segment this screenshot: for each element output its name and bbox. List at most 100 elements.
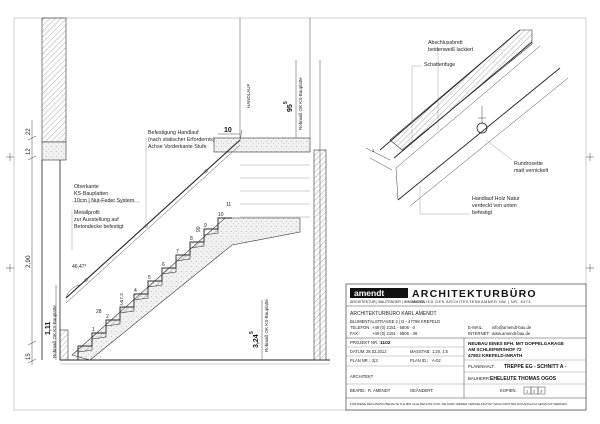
plan-id-label: PLAN ID.:: [410, 358, 428, 363]
tagline: ARCHITEKTUR | BAUTRÄGER | IMMOBILIEN: [350, 300, 425, 304]
membership: MITGLIED DER ARCHITEKTENKAMMER NW | NR. …: [412, 300, 531, 304]
client-label: BAUHERR:: [468, 376, 490, 381]
note-schatten: Schattenfuge: [411, 62, 455, 148]
address: BLUMENTALSTRASSE 2 | D - 47798 KREFELD: [350, 319, 440, 324]
web: www.amendt-bau.de: [492, 331, 531, 336]
step-number: 8: [190, 236, 193, 242]
email: info@amendt-bau.de: [492, 325, 532, 330]
plan-no: 2|3: [372, 358, 378, 363]
step-number: 3: [120, 301, 123, 307]
detail-dim: 3: [372, 148, 375, 153]
svg-text:Schattenfuge: Schattenfuge: [424, 62, 455, 68]
project-title-2: AM SCHLEIFERSHOF 72: [468, 347, 522, 352]
plan-id: A-02: [432, 358, 441, 363]
svg-text:befestigt: befestigt: [472, 210, 493, 216]
registration-marks: [6, 153, 594, 272]
note-handrail-mount: Befestigung Handlauf (nach statischer Er…: [145, 130, 215, 226]
stair-steps: [77, 217, 232, 360]
edited-label: BEARB.:: [350, 388, 366, 393]
date: 28.02.2012: [366, 349, 387, 354]
note-abschluss: Abschlussbrett beidenweiß lackiert: [428, 40, 474, 130]
email-label: E-MAIL:: [468, 325, 483, 330]
scale: 1:20, 1:5: [432, 349, 449, 354]
phone-label: TELEFON :: [350, 325, 372, 330]
svg-text:Befestigung Handlauf: Befestigung Handlauf: [148, 130, 199, 136]
svg-text:(nach statischer Erfordernis): (nach statischer Erfordernis): [148, 137, 215, 143]
project-no: 1102: [380, 340, 391, 346]
step-number: 9: [204, 223, 207, 229]
svg-text:Oberkante: Oberkante: [74, 184, 99, 190]
title-block: amendt ARCHITEKTURBÜRO MITGLIED DER ARCH…: [345, 283, 587, 411]
step-number: 2: [106, 314, 109, 320]
svg-text:Handlauf Holz Natur: Handlauf Holz Natur: [472, 196, 520, 202]
rough-label-left: Rohmaß OK KS-Bauplatte: [52, 305, 57, 358]
project-title-3: 47802 KREFELD-INRATH: [468, 353, 523, 358]
dim-95: 95: [287, 104, 294, 112]
svg-text:Rundrosette: Rundrosette: [514, 161, 543, 167]
dim-10: 10: [224, 127, 232, 134]
step-numbers: 1 2 3 4 5 6 7 8 9 10 11: [92, 202, 231, 333]
logo-box: [350, 288, 408, 298]
changed-label: GEÄNDERT:: [410, 388, 433, 393]
note-rosette: Rundrosette matt vernickelt: [485, 139, 549, 174]
dim-290: 2,90: [25, 255, 32, 268]
dim-324-sup: 5: [249, 331, 255, 334]
plan-content: TREPPE EG - SCHNITT A -: [504, 364, 567, 370]
step-number: 10: [218, 212, 224, 218]
fax: +49 (0) 2151 - 5806 - 36: [372, 331, 418, 336]
logo: amendt: [354, 288, 384, 298]
handrail: [65, 129, 243, 304]
svg-text:zur Ausstellung auf: zur Ausstellung auf: [74, 217, 119, 223]
svg-text:verdeckt von unten: verdeckt von unten: [472, 203, 517, 209]
handrail-detail: 3: [365, 29, 569, 207]
web-label: INTERNET:: [468, 331, 490, 336]
phone: +49 (0) 2151 - 5806 - 0: [372, 325, 416, 330]
office-name: ARCHITEKTURBÜRO KARL AMENDT: [350, 310, 437, 317]
plan-label: PLAN NR.:: [350, 358, 370, 363]
date-label: DATUM:: [350, 349, 365, 354]
svg-text:matt vernickelt: matt vernickelt: [514, 168, 549, 174]
copies-label: KOPIEN:: [500, 388, 517, 393]
tread-lines: [240, 151, 310, 218]
plan-content-label: PLANINHALT:: [468, 364, 495, 369]
step-number: 5: [148, 275, 151, 281]
svg-text:Abschlussbrett: Abschlussbrett: [428, 40, 463, 46]
right-dimensions: 95 5 Rohmaß OK KS-Bauplatte 3,24 5 Rohma…: [218, 60, 303, 360]
edited: R. AMENDT: [368, 388, 391, 393]
step-number: 1: [92, 327, 95, 333]
dim-95-sup: 5: [283, 101, 289, 104]
office-title: ARCHITEKTURBÜRO: [412, 287, 537, 300]
copies-2: 2: [533, 390, 535, 394]
project-label: PROJEKT NR.:: [350, 340, 380, 345]
svg-text:Achse Vorderkante Stufe: Achse Vorderkante Stufe: [148, 144, 207, 150]
svg-text:10cm | Nut-Feder System: 10cm | Nut-Feder System: [74, 198, 135, 204]
dim-90: 90: [196, 226, 202, 232]
dim-22: 22: [26, 128, 32, 135]
step-number: 7: [176, 249, 179, 255]
dim-111: 1,11: [45, 322, 52, 335]
note-metal-profile: Metallprofil zur Ausstellung auf Betonde…: [71, 210, 124, 250]
step-number: 11: [226, 202, 231, 208]
handlauf-label: HANDLAUF: [246, 83, 251, 108]
upper-slab: [213, 18, 327, 361]
step-number: 4: [134, 288, 137, 294]
scale-label: MASSTAB:: [410, 349, 430, 354]
left-dimension-chain: 22 12 2,90 15 1,11 Rohmaß OK KS-Bauplatt…: [25, 120, 57, 365]
svg-text:Betondecke befestigt: Betondecke befestigt: [74, 224, 124, 230]
copies-3: 3: [540, 390, 542, 394]
step-dim-28: 28: [96, 309, 102, 315]
svg-text:Metallprofil: Metallprofil: [74, 210, 100, 216]
note-ks-top: Oberkante KS-Bauplatten 10cm | Nut-Feder…: [72, 184, 140, 204]
svg-text:KS-Bauplatten: KS-Bauplatten: [74, 191, 108, 197]
copies-1: 1: [526, 390, 528, 394]
client: EHELEUTE THOMAS OGOS: [490, 376, 557, 382]
left-wall: [41, 17, 69, 361]
svg-text:beidenweiß lackiert: beidenweiß lackiert: [428, 47, 474, 53]
sheet-border: [13, 17, 587, 411]
fax-label: FAX :: [350, 331, 360, 336]
project-title-1: NEUBAU EINES EFH. MIT DOPPELGARAGE: [468, 341, 564, 346]
architect-label: ARCHITEKT: [350, 374, 374, 379]
angle-label: 46,47°: [72, 264, 87, 270]
rough-label-lower: Rohmaß OK KS-Bauplatte: [264, 299, 269, 352]
